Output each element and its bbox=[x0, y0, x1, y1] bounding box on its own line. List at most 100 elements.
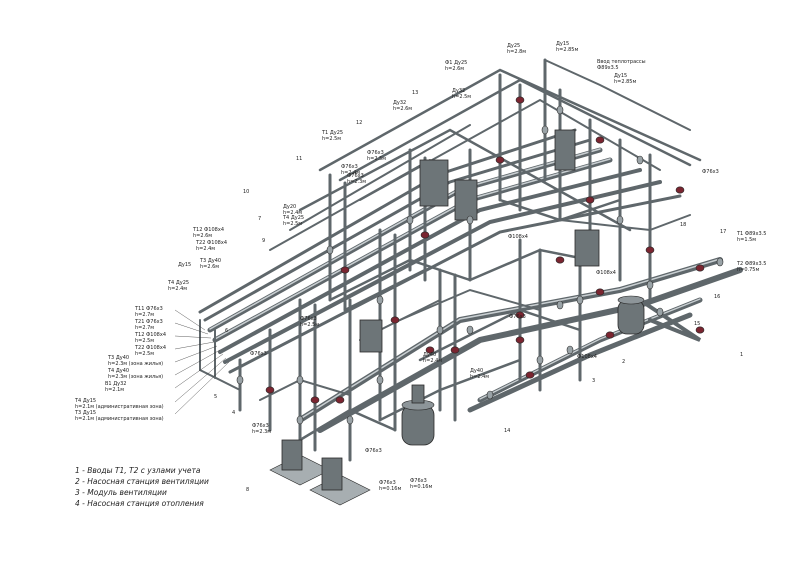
callout-number: 17 bbox=[720, 229, 726, 235]
pipe-label: Ду40 bbox=[470, 368, 483, 374]
callout-number: 4 bbox=[232, 410, 235, 416]
pipe-network bbox=[198, 58, 743, 462]
callout-number: 18 bbox=[680, 222, 686, 228]
pipe-label: h=1.5м bbox=[737, 237, 756, 243]
leader-line bbox=[174, 353, 224, 389]
valve-icon bbox=[515, 336, 525, 344]
pipe-label: h=2.4м bbox=[423, 358, 442, 364]
pipe-label: h=2.4м bbox=[470, 374, 489, 380]
equipment bbox=[236, 96, 724, 506]
flange-icon bbox=[536, 355, 544, 365]
callout-number: 8 bbox=[246, 487, 249, 493]
pipe-label: Ду25 bbox=[507, 43, 520, 49]
pipe-label: h=2.4м bbox=[283, 210, 302, 216]
heat-exchanger-module bbox=[359, 129, 600, 353]
callout-number: 16 bbox=[714, 294, 720, 300]
pipe-label: Ф108х4 bbox=[596, 270, 616, 276]
valve-icon bbox=[265, 386, 275, 394]
pipe-label: h=0.75м bbox=[737, 267, 759, 273]
expansion-tank-left bbox=[401, 384, 435, 446]
callout-number: 11 bbox=[296, 156, 302, 162]
pipe-label: Ф108х4 bbox=[508, 234, 528, 240]
pipe-label: Т4 Ду25 bbox=[282, 215, 304, 221]
flange-icon bbox=[541, 125, 549, 135]
pipe-label: Т1 Ф89х3.5 bbox=[736, 231, 766, 237]
valve-icon bbox=[310, 396, 320, 404]
pipe-label: Ду32 bbox=[393, 100, 406, 106]
flange-icon bbox=[376, 375, 384, 385]
pipe-label: h=2.7м bbox=[135, 312, 154, 318]
pipe-label: Т11 Ф76х3 bbox=[134, 306, 163, 312]
pipe-label: Ду15 bbox=[556, 41, 569, 47]
valve-icon bbox=[450, 346, 460, 354]
pipe-label: Ф76х3 bbox=[250, 351, 267, 357]
pipe-label: Т3 Ду40 bbox=[107, 355, 129, 361]
legend-item-1: 1 - Вводы Т1, Т2 с узлами учета bbox=[75, 466, 201, 475]
pipe-label: Ф76х3 bbox=[365, 448, 382, 454]
legend-item-4: 4 - Насосная станция отопления bbox=[75, 499, 204, 508]
flange-icon bbox=[486, 390, 494, 400]
flange-icon bbox=[556, 300, 564, 310]
pipe-label: h=2.4м bbox=[196, 246, 215, 252]
flange-icon bbox=[566, 345, 574, 355]
pipe-label: Ф89х3.5 bbox=[597, 65, 619, 71]
pipe-label: Т4 Ду15 bbox=[74, 398, 96, 404]
pipe-label: h=2.5м bbox=[135, 351, 154, 357]
callout-number: 15 bbox=[694, 321, 700, 327]
valve-icon bbox=[390, 316, 400, 324]
valve-icon bbox=[555, 256, 565, 264]
pipe-label: Т22 Ф108х4 bbox=[195, 240, 227, 246]
pipe-label: Т3 Ду40 bbox=[199, 258, 221, 264]
callout-number: 14 bbox=[504, 428, 510, 434]
pipe-label: h=2.7м bbox=[135, 325, 154, 331]
valve-icon bbox=[525, 371, 535, 379]
callout-number: 10 bbox=[243, 189, 249, 195]
pipe-label: h=2.8м bbox=[507, 49, 526, 55]
pipe-label: h=2.6м bbox=[445, 66, 464, 72]
legend-item-3: 3 - Модуль вентиляции bbox=[75, 488, 167, 497]
pipe-label: h=2.6м bbox=[393, 106, 412, 112]
flange-icon bbox=[346, 415, 354, 425]
callout-number: 1 bbox=[740, 352, 743, 358]
leader-line bbox=[174, 357, 227, 403]
pipe-label: h=2.6м bbox=[193, 233, 212, 239]
pipe-label: Ф76х3 bbox=[341, 164, 358, 170]
pipe-label: Ду15 bbox=[178, 262, 191, 268]
flange-icon bbox=[326, 245, 334, 255]
flange-icon bbox=[296, 375, 304, 385]
pipe-label: Ду40 bbox=[423, 352, 436, 358]
pipe-label: h=2.4м bbox=[341, 170, 360, 176]
pump-skid-right bbox=[309, 457, 371, 506]
pipe-label: Ф76х3 bbox=[300, 316, 317, 322]
pipe-label: В1 Ду32 bbox=[105, 381, 126, 387]
callout-number: 9 bbox=[262, 238, 265, 244]
callout-number: 13 bbox=[412, 90, 418, 96]
pipe-label: Ввод теплотрассы bbox=[597, 59, 646, 65]
valve-icon bbox=[420, 231, 430, 239]
flange-icon bbox=[616, 215, 624, 225]
valve-icon bbox=[605, 331, 615, 339]
pipe-label: h=0.16м bbox=[410, 484, 432, 490]
pipe-label: Т22 Ф108х4 bbox=[134, 345, 166, 351]
callout-number: 7 bbox=[258, 216, 261, 222]
valve-icon bbox=[695, 326, 705, 334]
valve-icon bbox=[595, 288, 605, 296]
valve-icon bbox=[675, 186, 685, 194]
pipe-label: Т12 Ф108х4 bbox=[134, 332, 166, 338]
vertical-risers bbox=[238, 58, 652, 462]
pipe-label: Ду32 bbox=[452, 88, 465, 94]
pipe-label: Ф76х3 bbox=[379, 480, 396, 486]
pipe-label: h=2.5м bbox=[135, 338, 154, 344]
pipe-label: h=2.3м (зона жилья) bbox=[108, 374, 163, 380]
valve-icon bbox=[425, 346, 435, 354]
callout-number: 2 bbox=[622, 359, 625, 365]
flange-icon bbox=[646, 280, 654, 290]
valve-icon bbox=[595, 136, 605, 144]
flange-icon bbox=[636, 155, 644, 165]
pipe-label: Т4 Ду25 bbox=[167, 280, 189, 286]
expansion-tank-right bbox=[617, 295, 645, 335]
flange-icon bbox=[376, 295, 384, 305]
